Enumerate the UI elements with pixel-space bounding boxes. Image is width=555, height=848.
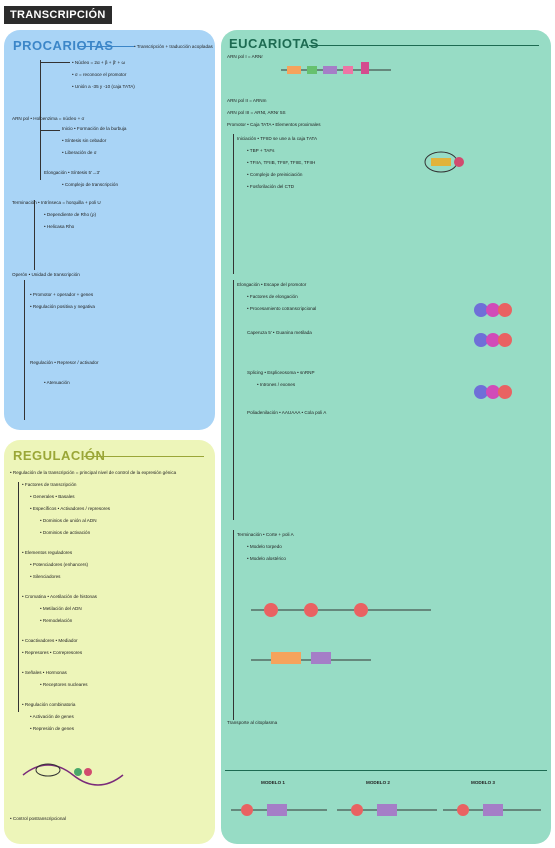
prokaryotes-line: ARN pol • Holoenzima = núcleo + σ: [12, 116, 85, 121]
regulation-line: • Cromatina • Acetilación de histonas: [22, 594, 97, 599]
eukaryotes-panel: EUCARIOTAS ARN pol I = ARNr ARN pol II =…: [221, 30, 551, 844]
regulation-line: • Dominios de unión al ADN: [40, 518, 97, 523]
regulation-line: • Potenciadores (enhancers): [30, 562, 89, 567]
mindmap-branch: [233, 280, 234, 520]
eukaryotes-line: Elongación • Escape del promotor: [237, 282, 307, 287]
prokaryotes-line: Inicio • Formación de la burbuja: [62, 126, 127, 131]
prokaryotes-line: • Transcripción + traducción acopladas: [134, 44, 213, 49]
mindmap-branch: [233, 134, 234, 274]
regulation-diagram: [22, 763, 124, 786]
prokaryotes-heading: PROCARIOTAS: [13, 38, 114, 53]
prokaryotes-line: • Liberación de σ: [62, 150, 97, 155]
heading-underline: [84, 456, 204, 457]
models-diagram: [231, 804, 541, 816]
regulation-line: • Coactivadores • Mediador: [22, 638, 78, 643]
prokaryotes-line: Regulación • Represor / activador: [30, 360, 99, 365]
eukaryotes-line: • TBP + TAFs: [247, 148, 275, 153]
regulation-line: • Receptores nucleares: [40, 682, 88, 687]
termination-diagram: [251, 603, 431, 664]
eukaryotes-line: • Procesamiento cotranscripcional: [247, 306, 317, 311]
eukaryotes-line: ARN pol III = ARNt, ARNr 5S: [227, 110, 286, 115]
page-title: TRANSCRIPCIÓN: [4, 6, 112, 24]
eukaryotes-line: • Modelo alostérico: [247, 556, 286, 561]
mindmap-branch: [233, 530, 234, 720]
prokaryotes-line: • Regulación positiva y negativa: [30, 304, 95, 309]
prokaryotes-line: • Síntesis sin cebador: [62, 138, 107, 143]
regulation-line: • Remodelación: [40, 618, 73, 623]
eukaryotes-line: Iniciación • TFIID se une a la caja TATA: [237, 136, 318, 141]
bottom-label: MODELO 2: [366, 780, 390, 785]
regulation-panel: REGULACIÓN • Regulación de la transcripc…: [4, 440, 215, 844]
mindmap-branch: [18, 482, 19, 712]
prokaryotes-line: • Complejo de transcripción: [62, 182, 118, 187]
eukaryotes-line: • TFIIA, TFIIB, TFIIF, TFIIE, TFIIH: [247, 160, 316, 165]
regulation-line: • Generales • Basales: [30, 494, 75, 499]
prokaryotes-line: • Dependiente de Rho (ρ): [44, 212, 96, 217]
regulation-line: • Represión de genes: [30, 726, 75, 731]
prokaryotes-line: • Unión a -35 y -10 (caja TATA): [72, 84, 135, 89]
regulation-line: • Señales • Hormonas: [22, 670, 67, 675]
eukaryotes-line: ARN pol II = ARNm: [227, 98, 267, 103]
polymerase-diagram: [424, 151, 464, 173]
regulation-heading: REGULACIÓN: [13, 448, 106, 463]
eukaryotes-line: Poliadenilación • AAUAAA • Cola poli A: [247, 410, 327, 415]
complex-diagram: [474, 303, 512, 399]
eukaryotes-line: Promotor • Caja TATA • Elementos proxima…: [227, 122, 321, 127]
mindmap-branch: [40, 60, 41, 180]
prokaryotes-line: • Helicasa Rho: [44, 224, 75, 229]
eukaryotes-heading: EUCARIOTAS: [229, 36, 319, 51]
eukaryotes-line: Splicing • Espliceosoma • snRNP: [247, 370, 315, 375]
eukaryotes-line: ARN pol I = ARNr: [227, 54, 263, 59]
prokaryotes-line: Terminación • Intrínseca = horquilla + p…: [12, 200, 101, 205]
eukaryotes-line: Transporte al citoplasma: [227, 720, 278, 725]
mindmap-link: [40, 62, 70, 63]
mindmap-branch: [34, 200, 35, 270]
eukaryotes-line: Terminación • Corte + poli A: [237, 532, 294, 537]
prokaryotes-line: • Promotor + operador + genes: [30, 292, 94, 297]
eukaryotes-line: Caperuza 5' • Guanina metilada: [247, 330, 312, 335]
bottom-label: MODELO 3: [471, 780, 495, 785]
regulation-line: • Control postranscripcional: [10, 816, 66, 821]
prokaryotes-line: • Núcleo = 2α + β + β' + ω: [72, 60, 126, 65]
heading-underline: [309, 45, 539, 46]
regulation-line: • Específicos • Activadores / represores: [30, 506, 111, 511]
prokaryotes-line: • Atenuación: [44, 380, 70, 385]
prokaryotes-panel: PROCARIOTAS • Transcripción + traducción…: [4, 30, 215, 430]
eukaryotes-line: • Intrones / exones: [257, 382, 296, 387]
heading-underline: [79, 46, 134, 47]
prokaryotes-line: • σ = reconoce el promotor: [72, 72, 127, 77]
regulation-line: • Silenciadores: [30, 574, 61, 579]
regulation-line: • Activación de genes: [30, 714, 74, 719]
prokaryotes-line: Operón • Unidad de transcripción: [12, 272, 80, 277]
regulation-line: • Regulación de la transcripción = princ…: [10, 470, 177, 475]
bottom-divider: [225, 770, 547, 771]
regulation-line: • Regulación combinatoria: [22, 702, 76, 707]
mindmap-link: [40, 130, 60, 131]
regulation-line: • Elementos reguladores: [22, 550, 73, 555]
eukaryotes-line: • Factores de elongación: [247, 294, 298, 299]
eukaryotes-line: • Complejo de preiniciación: [247, 172, 303, 177]
gene-diagram: [281, 62, 391, 74]
regulation-line: • Metilación del ADN: [40, 606, 82, 611]
regulation-line: • Factores de transcripción: [22, 482, 77, 487]
bottom-label: MODELO 1: [261, 780, 285, 785]
mindmap-branch: [24, 280, 25, 420]
regulation-line: • Dominios de activación: [40, 530, 91, 535]
eukaryotes-line: • Modelo torpedo: [247, 544, 282, 549]
eukaryotes-line: • Fosforilación del CTD: [247, 184, 295, 189]
regulation-line: • Represores • Correpresores: [22, 650, 83, 655]
prokaryotes-line: Elongación • Síntesis 5'→3': [44, 170, 100, 175]
